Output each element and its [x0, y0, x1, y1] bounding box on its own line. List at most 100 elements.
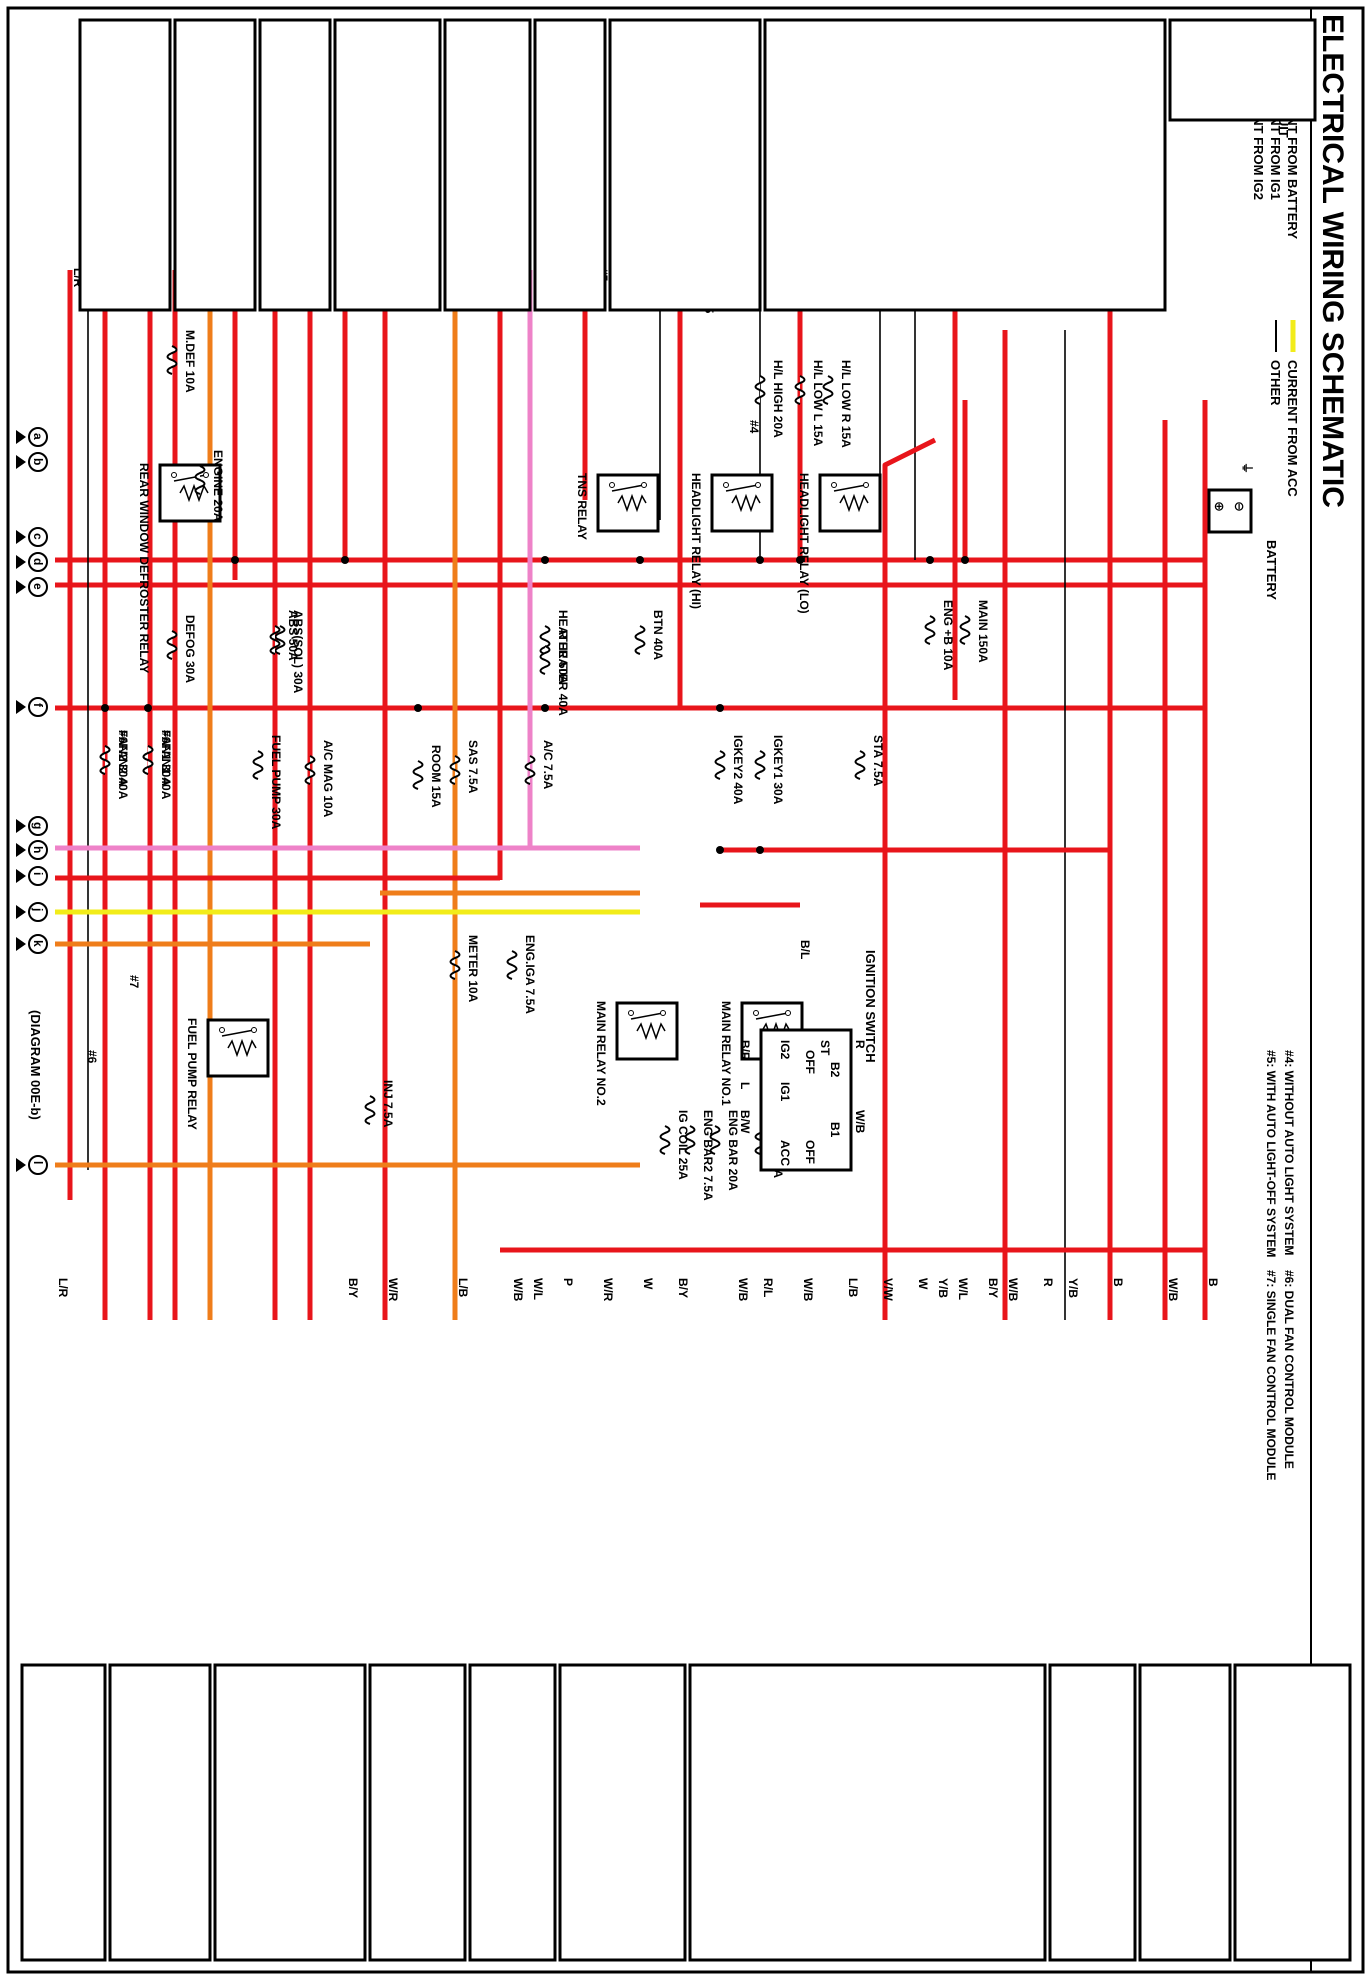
fuse-15-icon [714, 750, 726, 780]
connector-arrow-icon [16, 455, 26, 469]
fuse-label-23: FAN2 30A [116, 730, 130, 786]
bottom-wire-code-15: B/Y [676, 1278, 690, 1298]
fuse-16-icon [524, 755, 536, 785]
connector-arrow-icon [16, 937, 26, 951]
fuse-label-14: IGKEY1 30A [771, 735, 785, 805]
fuse-label-8: H/L LOW R 15A [839, 360, 853, 448]
note-5: #5: WITH AUTO LIGHT-OFF SYSTEM [1264, 1050, 1278, 1257]
bottom-system-box-8 [108, 1663, 212, 1962]
relay-terminal-icon [219, 1027, 225, 1033]
junction-dot [961, 556, 969, 564]
bottom-wire-code-22: W/R [386, 1278, 400, 1302]
relay-label-5: MAIN RELAY NO.2 [594, 1001, 608, 1106]
relay-contact-icon [173, 474, 207, 482]
ign-term-b2: B2 [828, 1062, 842, 1078]
relay-terminal-icon [863, 482, 869, 488]
relay-label-6: FUEL PUMP RELAY [185, 1018, 199, 1130]
fuse-label-9: H/L LOW L 15A [811, 360, 825, 447]
bottom-wire-code-14: W/B [736, 1278, 750, 1302]
bottom-system-box-1 [1138, 1663, 1232, 1962]
fuse-29-icon [684, 1125, 696, 1155]
top-system-box-4 [443, 18, 532, 312]
fuse-label-1: ENG +B 10A [941, 600, 955, 671]
relay-terminal-icon [660, 1010, 666, 1016]
junction-dot [144, 704, 152, 712]
fuse-label-15: IGKEY2 40A [731, 735, 745, 805]
relay-label-2: TNS RELAY [575, 473, 589, 540]
ign-term-ig2: IG2 [778, 1040, 792, 1060]
legend-other: OTHER [1268, 360, 1283, 406]
bottom-wire-code-24: L/R [56, 1278, 70, 1298]
relay-terminal-icon [753, 1010, 759, 1016]
fuse-label-16: A/C 7.5A [541, 740, 555, 790]
fuse-label-13: STA 7.5A [871, 735, 885, 787]
battery-label: BATTERY [1264, 540, 1279, 600]
relay-terminal-icon [251, 1027, 257, 1033]
fuse-label-28: ENG BAR 20A [726, 1110, 740, 1191]
connector-arrow-icon [16, 700, 26, 714]
connector-label-d: d [31, 558, 45, 565]
relay-3 [158, 463, 222, 523]
fuse-label-12: M.DEF 10A [183, 330, 197, 393]
fuse-label-24: #6FAN2 40A [116, 730, 130, 800]
fuse-label-18: ROOM 15A [429, 745, 443, 808]
fuse-30-icon [659, 1125, 671, 1155]
bottom-system-box-6 [368, 1663, 467, 1962]
relay-terminal-icon [628, 1010, 634, 1016]
relay-label-0: HEADLIGHT RELAY (LO) [797, 473, 811, 614]
relay-terminal-icon [831, 482, 837, 488]
battery: ⊖ ⊕ BATTERY ⏚ [1207, 462, 1279, 600]
fuse-7-icon [166, 630, 178, 660]
connector-label-e: e [31, 583, 45, 590]
fuse-13-icon [854, 750, 866, 780]
top-system-box-2 [608, 18, 762, 312]
fuse-10-icon [754, 375, 766, 405]
junction-dot [231, 556, 239, 564]
fuse-25-icon [506, 950, 518, 980]
top-system-box-7 [173, 18, 257, 312]
marker-3: #7 [127, 975, 141, 989]
connector-label-i: i [31, 872, 45, 875]
top-system-box-1 [763, 18, 1167, 312]
ign-term-acc: ACC [778, 1140, 792, 1166]
connector-arrow-icon [16, 905, 26, 919]
connector-label-l: l [31, 1161, 45, 1164]
bottom-wire-code-21: L/B [456, 1278, 470, 1298]
note-6: #6: DUAL FAN CONTROL MODULE [1282, 1270, 1296, 1469]
diagram-ref: (DIAGRAM 00E-b) [28, 1010, 43, 1120]
bottom-wire-code-18: P [561, 1278, 575, 1286]
fuse-label-5: ABS(SOL) 30A [291, 610, 305, 694]
relay-1 [710, 473, 774, 533]
relay-contact-icon [630, 1012, 664, 1020]
bottom-wire-code-20: W/B [511, 1278, 525, 1302]
battery-minus-icon: ⊖ [1232, 501, 1247, 512]
relay-coil-icon [636, 1021, 666, 1041]
connector-j-icon [28, 902, 48, 922]
connector-label-a: a [31, 433, 45, 440]
marker-0: #4 [747, 420, 761, 434]
connector-label-g: g [31, 822, 45, 829]
ign-term-br: B/R [738, 1040, 752, 1061]
notes: #4: WITHOUT AUTO LIGHT SYSTEM #5: WITH A… [1264, 1050, 1296, 1480]
bottom-system-box-3 [688, 1663, 1047, 1962]
connector-label-h: h [31, 846, 45, 853]
ign-term-off2: OFF [803, 1140, 817, 1164]
top-system-box-8 [78, 18, 172, 312]
battery-ground-icon: ⏚ [1240, 462, 1254, 474]
fuse-label-0: MAIN 150A [976, 600, 990, 663]
bottom-system-box-2 [1048, 1663, 1137, 1962]
fuse-label-19: A/C MAG 10A [321, 740, 335, 818]
fuse-5-icon [274, 625, 286, 655]
junction-dot [926, 556, 934, 564]
connector-arrow-icon [16, 869, 26, 883]
bottom-wire-code-17: W/R [601, 1278, 615, 1302]
connector-arrow-icon [16, 843, 26, 857]
junction-dot [341, 556, 349, 564]
bottom-wire-code-1: W/B [1166, 1278, 1180, 1302]
bottom-wire-code-5: W/B [1006, 1278, 1020, 1302]
bottom-wire-code-10: V/W [881, 1278, 895, 1301]
connector-arrow-icon [16, 530, 26, 544]
